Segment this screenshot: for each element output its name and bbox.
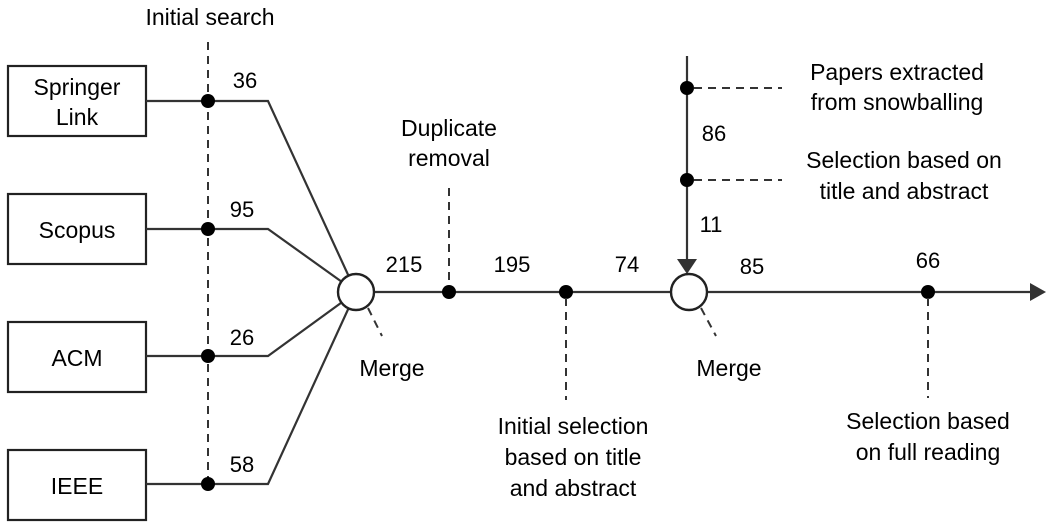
- snowball-selection-dot: [680, 173, 694, 187]
- full-reading-label-line1: Selection based: [846, 408, 1010, 434]
- count-after-initial-selection: 74: [615, 252, 639, 277]
- source-dot-springer: [201, 94, 215, 108]
- initial-selection-label-line1: Initial selection: [498, 413, 649, 439]
- merge-1-label: Merge: [359, 355, 424, 381]
- merge-1-pointer: [367, 307, 383, 337]
- source-box-acm: [6, 320, 148, 394]
- source-box-scopus: [6, 192, 148, 266]
- initial-selection-dot: [559, 285, 573, 299]
- connector-acm: [146, 291, 357, 358]
- count-acm: 26: [230, 325, 254, 350]
- source-label-ieee: IEEE: [51, 473, 103, 499]
- duplicate-removal-label-line1: Duplicate: [401, 115, 497, 141]
- duplicate-removal-label-line2: removal: [408, 145, 490, 171]
- count-after-merge-2: 85: [740, 254, 764, 279]
- initial-selection-label-line3: and abstract: [510, 475, 637, 501]
- count-after-duplicates: 195: [494, 252, 531, 277]
- initial-search-label: Initial search: [145, 4, 274, 30]
- count-snowball-selected: 11: [700, 212, 723, 237]
- source-label-scopus: Scopus: [39, 217, 116, 243]
- merge-node-2: [669, 272, 709, 312]
- snowball-extracted-dot: [680, 81, 694, 95]
- merge-2-label: Merge: [696, 355, 761, 381]
- duplicate-removal-dot: [442, 285, 456, 299]
- source-dot-ieee: [201, 477, 215, 491]
- connector-scopus: [146, 227, 357, 293]
- source-dot-scopus: [201, 222, 215, 236]
- merge-node-1: [336, 272, 376, 312]
- source-dot-acm: [201, 349, 215, 363]
- snowball-selection-label-line1: Selection based on: [806, 147, 1002, 173]
- initial-selection-label-line2: based on title: [505, 444, 642, 470]
- snowball-selection-label-line2: title and abstract: [820, 178, 989, 204]
- count-final: 66: [916, 248, 940, 273]
- count-springer: 36: [233, 68, 257, 93]
- merge-2-pointer: [700, 307, 717, 337]
- connector-springer: [146, 99, 357, 293]
- count-after-merge: 215: [386, 252, 423, 277]
- source-box-springer: [6, 64, 148, 138]
- snowball-extracted-label-line2: from snowballing: [811, 89, 984, 115]
- connector-ieee: [146, 291, 357, 486]
- count-scopus: 95: [230, 197, 254, 222]
- source-box-ieee: [6, 448, 148, 522]
- snowball-arrow-icon: [677, 259, 697, 274]
- count-ieee: 58: [230, 452, 254, 477]
- full-reading-dot: [921, 285, 935, 299]
- full-reading-label-line2: on full reading: [856, 439, 1001, 465]
- source-label-springer-line1: Springer: [34, 74, 121, 100]
- source-label-springer-line2: Link: [56, 104, 99, 130]
- snowball-extracted-label-line1: Papers extracted: [810, 59, 984, 85]
- source-label-acm: ACM: [51, 345, 102, 371]
- count-snowball-extracted: 86: [702, 121, 726, 146]
- arrow-head-icon: [1030, 283, 1046, 301]
